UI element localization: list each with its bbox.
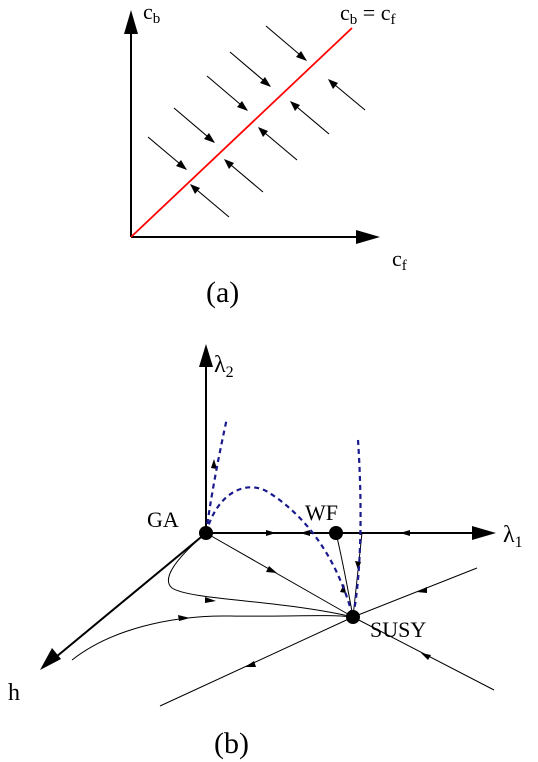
flow-arrowheads <box>178 459 431 667</box>
caption-a: (a) <box>206 276 239 309</box>
panel-b: λ2 λ1 h GA WF SUSY (b) <box>8 344 523 760</box>
dashed-trajectories <box>204 417 362 618</box>
flow-arrows-above <box>147 25 307 170</box>
h-axis <box>55 532 207 658</box>
dashed-ga-arc-to-susy <box>204 486 355 618</box>
cb-axis-arrowhead <box>124 10 138 34</box>
lambda1-axis-label: λ1 <box>503 522 523 551</box>
dashed-ga-up <box>204 417 229 534</box>
flow-ga-to-susy <box>205 532 354 618</box>
susy-label: SUSY <box>370 617 426 642</box>
caption-b: (b) <box>214 727 249 760</box>
panel-a: cb cf cb = cf (a) <box>124 0 407 309</box>
flow-arrows-below <box>190 79 366 218</box>
h-axis-label: h <box>8 680 20 706</box>
susy-fixed-point <box>346 610 360 624</box>
flow-h-side-to-susy <box>71 615 354 661</box>
wf-fixed-point <box>329 526 343 540</box>
lambda2-axis-arrowhead <box>199 344 213 367</box>
flow-lines <box>71 532 495 707</box>
lambda2-axis-label: λ2 <box>214 352 234 381</box>
flow-bottom-left-to-susy <box>159 616 354 707</box>
cf-axis-arrowhead <box>356 230 380 244</box>
wf-label: WF <box>305 500 338 525</box>
h-axis-arrowhead <box>40 648 61 670</box>
ga-fixed-point <box>199 526 213 540</box>
cf-axis-label: cf <box>392 246 407 274</box>
ga-label: GA <box>147 507 179 532</box>
flow-wf-to-susy <box>335 532 354 618</box>
cb-equals-cf-line <box>130 27 353 238</box>
cb-equals-cf-label: cb = cf <box>340 0 395 28</box>
flow-arrowheads-above <box>176 51 307 170</box>
flow-arrowheads-below <box>190 79 338 194</box>
dashed-top-to-susy <box>351 439 362 618</box>
flow-loop-to-susy <box>167 532 354 618</box>
flow-from-right <box>352 567 478 618</box>
cb-axis-label: cb <box>143 0 160 27</box>
lambda1-axis-arrowhead <box>472 526 496 540</box>
